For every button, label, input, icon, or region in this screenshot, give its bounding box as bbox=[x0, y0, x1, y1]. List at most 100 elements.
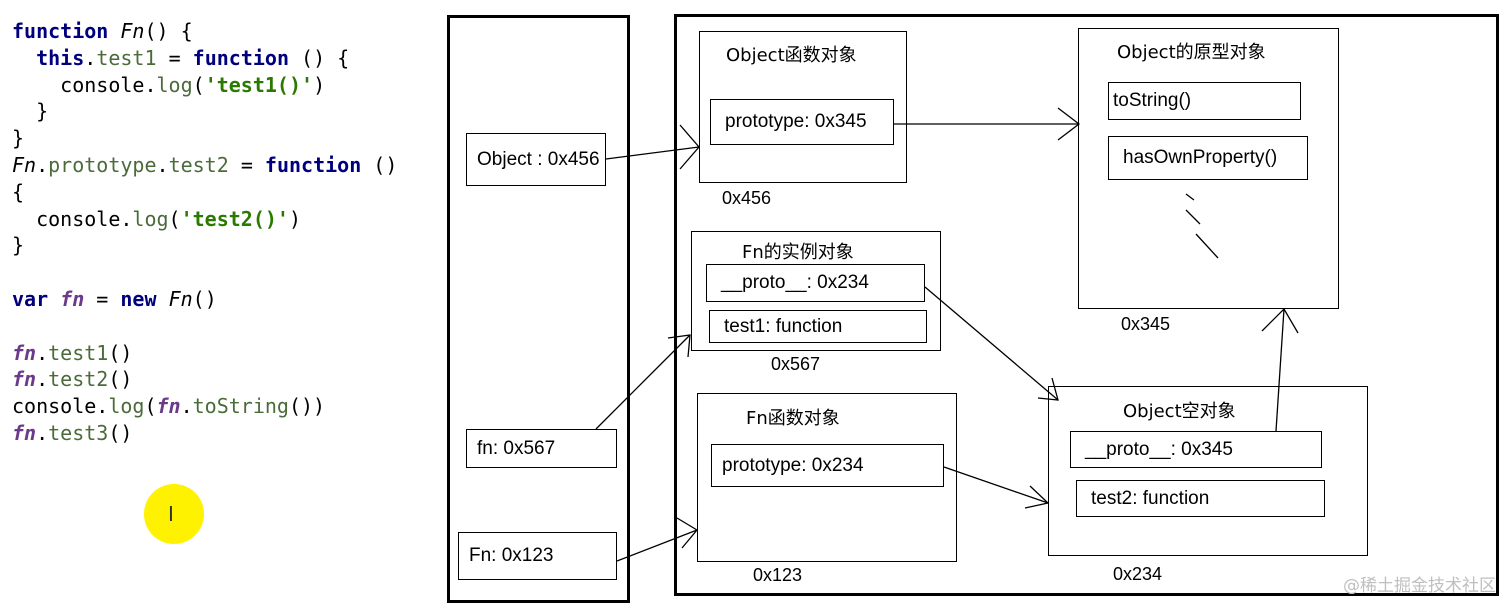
code-token: } bbox=[12, 99, 49, 124]
code-token: () bbox=[108, 340, 133, 365]
code-token: 'test1()' bbox=[204, 72, 314, 97]
code-line: { bbox=[12, 179, 397, 206]
fn-instance-address: 0x567 bbox=[771, 354, 821, 374]
code-token: . bbox=[180, 394, 193, 419]
object-function-address: 0x456 bbox=[722, 188, 772, 208]
object-function-title: Object函数对象 bbox=[726, 45, 857, 66]
fn-function-address: 0x123 bbox=[753, 565, 803, 585]
object-function-prototype-field: prototype: 0x345 bbox=[710, 99, 894, 145]
code-token: log bbox=[108, 394, 145, 419]
stack-object-variable: Object : 0x456 bbox=[466, 133, 606, 186]
ellipsis-marks bbox=[1185, 193, 1219, 259]
arrowhead-instance-proto-to-empty-object bbox=[1037, 377, 1059, 401]
code-token: test2 bbox=[168, 152, 229, 177]
code-token: = bbox=[84, 286, 121, 311]
code-token: log bbox=[132, 206, 169, 231]
code-token: () bbox=[192, 286, 217, 311]
code-line: console.log('test1()') bbox=[12, 72, 397, 99]
code-line: function Fn() { bbox=[12, 18, 397, 45]
code-token: () bbox=[108, 420, 133, 445]
code-token: . bbox=[36, 340, 49, 365]
cursor-highlight bbox=[144, 484, 204, 544]
arrow-instance-proto-to-empty-object bbox=[924, 286, 1059, 401]
code-token: this bbox=[36, 45, 85, 70]
code-token: . bbox=[36, 420, 49, 445]
code-token: () bbox=[361, 152, 398, 177]
code-token: ( bbox=[192, 72, 205, 97]
fn-function-box bbox=[697, 393, 957, 562]
object-prototype-hasownproperty: hasOwnProperty() bbox=[1108, 136, 1308, 180]
code-token: . bbox=[36, 367, 49, 392]
object-prototype-box bbox=[1078, 28, 1339, 309]
arrowhead-Fn-to-function bbox=[676, 517, 698, 549]
code-token: () bbox=[108, 367, 133, 392]
arrow-empty-proto-to-object-prototype bbox=[1275, 308, 1285, 432]
object-prototype-tostring: toString() bbox=[1108, 82, 1301, 120]
code-line: Fn.prototype.test2 = function () bbox=[12, 152, 397, 179]
stack-Fn-variable: Fn: 0x123 bbox=[458, 532, 617, 580]
code-line: } bbox=[12, 125, 397, 152]
arrow-Fn-to-function bbox=[616, 529, 698, 562]
arrowhead-prototype-to-object-prototype bbox=[1057, 107, 1081, 141]
fn-instance-test1-field: test1: function bbox=[709, 310, 927, 343]
fn-function-prototype-field: prototype: 0x234 bbox=[711, 444, 944, 487]
code-token: . bbox=[156, 152, 169, 177]
code-token: ( bbox=[144, 394, 157, 419]
fn-function-title: Fn函数对象 bbox=[746, 408, 840, 429]
code-line: } bbox=[12, 98, 397, 125]
code-token: fn bbox=[60, 286, 85, 311]
code-listing: function Fn() { this.test1 = function ()… bbox=[12, 18, 397, 447]
code-line: fn.test1() bbox=[12, 340, 397, 367]
fn-instance-proto-field: __proto__: 0x234 bbox=[706, 264, 925, 302]
code-token: fn bbox=[156, 394, 181, 419]
code-token: test1 bbox=[96, 45, 157, 70]
arrowhead-empty-proto-to-object-prototype bbox=[1261, 307, 1299, 334]
code-token: prototype bbox=[48, 152, 157, 177]
code-token: ( bbox=[168, 206, 181, 231]
code-token: new bbox=[120, 286, 157, 311]
empty-object-proto-field: __proto__: 0x345 bbox=[1070, 431, 1322, 468]
code-token: . bbox=[84, 45, 97, 70]
arrowhead-fn-prototype-to-empty-object bbox=[1024, 485, 1050, 509]
code-token: toString bbox=[192, 394, 289, 419]
object-prototype-title: Object的原型对象 bbox=[1117, 42, 1266, 63]
object-prototype-address: 0x345 bbox=[1121, 314, 1171, 334]
arrowhead-fn-to-instance bbox=[667, 334, 691, 358]
code-token: . bbox=[36, 152, 49, 177]
code-token: ) bbox=[313, 72, 326, 97]
code-token: function bbox=[12, 19, 109, 43]
code-token: Fn bbox=[168, 286, 193, 311]
empty-object-box bbox=[1048, 386, 1368, 556]
code-token: console. bbox=[12, 394, 109, 419]
code-token: log bbox=[156, 72, 193, 97]
code-token: { bbox=[12, 179, 25, 204]
code-token: = bbox=[156, 45, 193, 70]
empty-object-title: Object空对象 bbox=[1123, 401, 1236, 422]
code-token: } bbox=[12, 233, 25, 258]
stack-frame bbox=[447, 15, 630, 603]
code-token: } bbox=[12, 126, 25, 151]
code-token: fn bbox=[12, 367, 37, 392]
text-cursor-icon: I bbox=[168, 502, 174, 526]
code-token: console. bbox=[12, 206, 133, 231]
code-token: 'test2()' bbox=[180, 206, 289, 231]
arrow-object-to-function bbox=[605, 146, 700, 160]
code-token: ()) bbox=[288, 394, 326, 419]
code-token: test1 bbox=[48, 340, 109, 365]
fn-instance-box bbox=[691, 231, 941, 351]
watermark: @稀土掘金技术社区 bbox=[1343, 576, 1496, 596]
code-token: Fn bbox=[12, 152, 37, 177]
code-line: this.test1 = function () { bbox=[12, 45, 397, 72]
code-line: fn.test3() bbox=[12, 420, 397, 447]
code-token: function bbox=[264, 152, 362, 177]
arrowhead-object-to-function bbox=[679, 124, 700, 170]
stack-fn-variable: fn: 0x567 bbox=[466, 429, 617, 468]
code-line: fn.test2() bbox=[12, 366, 397, 393]
code-token: fn bbox=[12, 340, 37, 365]
code-token: test3 bbox=[48, 420, 109, 445]
code-token: var bbox=[12, 286, 49, 311]
heap-frame bbox=[674, 14, 1499, 596]
arrow-fn-to-instance bbox=[595, 334, 691, 430]
code-token: console bbox=[60, 72, 145, 97]
code-token: = bbox=[228, 152, 265, 177]
